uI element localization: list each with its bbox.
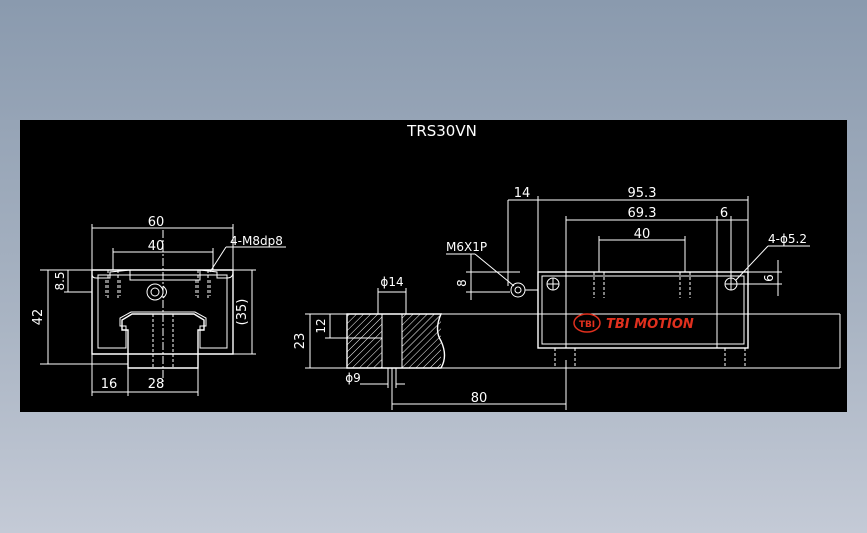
front-view: [40, 224, 286, 396]
dim-body-69-3: 69.3: [628, 206, 657, 221]
dim-overall-95-3: 95.3: [628, 186, 657, 201]
dim-width-60: 60: [148, 215, 165, 230]
dim-bolt-40-front: 40: [148, 239, 165, 254]
drawing-title: TRS30VN: [406, 122, 477, 140]
dim-hole-height-6: 6: [762, 274, 776, 282]
dim-hole-dia-14: ϕ14: [380, 275, 403, 289]
rail-section: [305, 288, 841, 410]
dim-through-dia-9: ϕ9: [345, 371, 361, 385]
dim-rail-height-23: 23: [293, 333, 308, 350]
dim-bolt-40-side: 40: [634, 227, 651, 242]
dim-height-8-5: 8.5: [53, 271, 67, 290]
brand-logo: TBI TBI MOTION: [573, 313, 694, 333]
callout-grease-m6: M6X1P: [446, 240, 487, 254]
dim-rail-width-28: 28: [148, 377, 165, 392]
dim-grease-height-8: 8: [455, 279, 469, 287]
tapped-hole-left: [105, 270, 121, 298]
dim-end-offset-6: 6: [720, 206, 728, 221]
dim-rail-offset-16: 16: [101, 377, 118, 392]
tapped-hole-right: [195, 270, 211, 298]
brand-logo-text: TBI: [579, 320, 595, 330]
dim-pitch-80: 80: [471, 391, 488, 406]
grease-fitting-front: [146, 283, 164, 301]
dim-height-42: 42: [31, 309, 46, 326]
drawing-canvas: TRS30VN: [20, 120, 847, 412]
side-view: [446, 196, 810, 368]
dim-grease-offset-14: 14: [514, 186, 531, 201]
block-inner: [97, 274, 228, 349]
callout-holes-5-2: 4-ϕ5.2: [768, 232, 807, 246]
callout-tapped-holes: 4-M8dp8: [230, 234, 283, 248]
dim-ref-35: (35): [235, 299, 250, 326]
dim-cb-depth-12: 12: [314, 318, 328, 333]
rail-profile: [121, 313, 205, 369]
cad-drawing: TRS30VN: [31, 122, 841, 410]
brand-name: TBI MOTION: [606, 317, 694, 332]
